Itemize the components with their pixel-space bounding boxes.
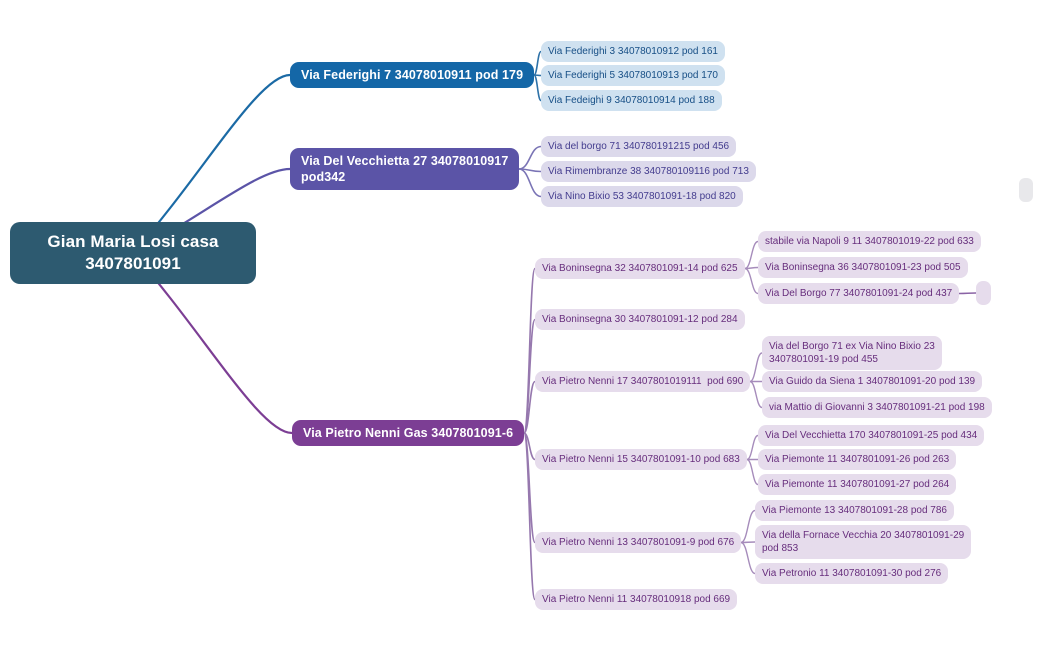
edge-p17-to-g21	[749, 380, 763, 409]
mindmap-node-g28[interactable]: Via Piemonte 13 3407801091-28 pod 786	[755, 500, 954, 521]
mindmap-node-g25[interactable]: Via Del Vecchietta 170 3407801091-25 pod…	[758, 425, 985, 446]
mindmap-node-g24[interactable]: Via Del Borgo 77 3407801091-24 pod 437	[758, 283, 960, 304]
mindmap-node-f5[interactable]: Via Federighi 5 34078010913 pod 170	[541, 65, 725, 86]
mindmap-node-p18[interactable]: Via Pietro Nenni 11 34078010918 pod 669	[535, 589, 738, 610]
edge-b3-to-p18	[523, 432, 536, 601]
mindmap-node-f3[interactable]: Via Federighi 3 34078010912 pod 161	[541, 41, 725, 62]
mindmap-node-g20[interactable]: Via Guido da Siena 1 3407801091-20 pod 1…	[762, 371, 983, 392]
mindmap-node-p12[interactable]: Via Boninsegna 30 3407801091-12 pod 284	[535, 309, 745, 330]
edge-p17-to-g19	[749, 352, 763, 383]
mindmap-node-v2[interactable]: Via Rimembranze 38 340780109116 pod 713	[541, 161, 756, 182]
mindmap-node-g27[interactable]: Via Piemonte 11 3407801091-27 pod 264	[758, 474, 957, 495]
mindmap-node-g23[interactable]: Via Boninsegna 36 3407801091-23 pod 505	[758, 257, 968, 278]
mindmap-node-b1[interactable]: Via Federighi 7 34078010911 pod 179	[290, 62, 535, 88]
mindmap-node-root[interactable]: Gian Maria Losi casa 3407801091	[10, 222, 256, 285]
mindmap-node-g26[interactable]: Via Piemonte 11 3407801091-26 pod 263	[758, 449, 957, 470]
edge-p10-to-g25	[746, 434, 759, 461]
edge-p9-to-g29	[740, 541, 756, 544]
mindmap-node-p14[interactable]: Via Boninsegna 32 3407801091-14 pod 625	[535, 258, 745, 279]
edge-p14-to-g24	[744, 267, 759, 295]
mindmap-node-g29[interactable]: Via della Fornace Vecchia 20 3407801091-…	[755, 525, 972, 559]
mindmap-node-g22[interactable]: stabile via Napoli 9 11 3407801019-22 po…	[758, 231, 981, 252]
edge-b1-to-f9	[533, 74, 542, 102]
mindmap-node-b2[interactable]: Via Del Vecchietta 27 34078010917 pod342	[290, 148, 520, 190]
edge-b2-to-v3	[518, 168, 542, 198]
edge-p14-to-g22	[744, 240, 759, 270]
edge-p9-to-g30	[740, 541, 756, 575]
edge-b2-to-v1	[518, 145, 542, 170]
edge-b3-to-p17	[523, 380, 536, 434]
mindmap-node-g30[interactable]: Via Petronio 11 3407801091-30 pod 276	[755, 563, 949, 584]
mindmap-node-p17[interactable]: Via Pietro Nenni 17 3407801019111 pod 69…	[535, 371, 751, 392]
mindmap-node-v1[interactable]: Via del borgo 71 340780191215 pod 456	[541, 136, 737, 157]
mindmap-node-g19[interactable]: Via del Borgo 71 ex Via Nino Bixio 23 34…	[762, 336, 942, 370]
edge-b1-to-f3	[533, 50, 542, 76]
mindmap-node-v3[interactable]: Via Nino Bixio 53 3407801091-18 pod 820	[541, 186, 743, 207]
edge-p9-to-g28	[740, 509, 756, 544]
edge-p10-to-g27	[746, 458, 759, 486]
mindmap-node-p10[interactable]: Via Pietro Nenni 15 3407801091-10 pod 68…	[535, 449, 747, 470]
mindmap-node-b3[interactable]: Via Pietro Nenni Gas 3407801091-6	[292, 420, 525, 446]
scrollbar-thumb[interactable]	[1019, 178, 1033, 202]
collapsed-node[interactable]	[976, 281, 991, 305]
mindmap-node-f9[interactable]: Via Fedeighi 9 34078010914 pod 188	[541, 90, 722, 111]
mindmap-node-p9[interactable]: Via Pietro Nenni 13 3407801091-9 pod 676	[535, 532, 742, 553]
mindmap-node-g21[interactable]: via Mattio di Giovanni 3 3407801091-21 p…	[762, 397, 992, 418]
edge-g24-to-pill	[958, 292, 977, 295]
